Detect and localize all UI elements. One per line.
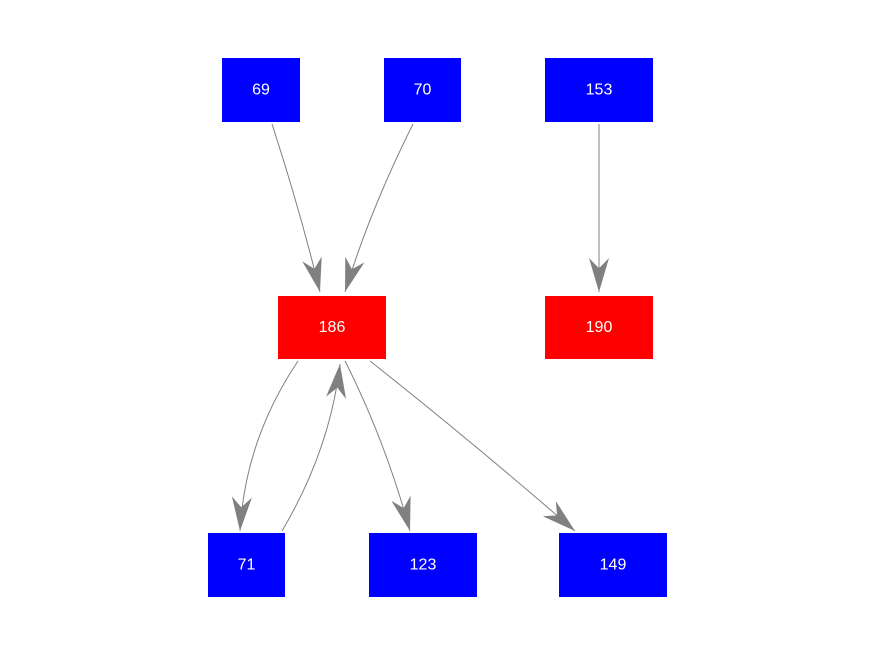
- node-label: 71: [238, 557, 256, 574]
- edge-line: [271, 123, 321, 293]
- edge-69-to-186: [271, 123, 322, 293]
- arrowhead-icon: [391, 495, 411, 531]
- node-123[interactable]: 123: [369, 533, 477, 597]
- edge-153-to-190: [589, 124, 609, 292]
- edge-line: [344, 123, 414, 293]
- edge-186-to-71: [231, 360, 299, 532]
- node-box[interactable]: [278, 296, 386, 359]
- node-label: 123: [410, 557, 437, 574]
- node-label: 69: [252, 82, 270, 99]
- node-186[interactable]: 186: [278, 296, 386, 359]
- edge-71-to-186: [281, 363, 346, 532]
- node-box[interactable]: [208, 533, 285, 597]
- node-label: 190: [586, 319, 613, 336]
- node-149[interactable]: 149: [559, 533, 667, 597]
- arrowhead-icon: [326, 364, 346, 399]
- edge-70-to-186: [344, 123, 414, 293]
- arrowhead-icon: [231, 496, 252, 531]
- edge-186-to-149: [369, 360, 576, 532]
- node-box[interactable]: [545, 296, 653, 359]
- node-label: 153: [586, 82, 613, 99]
- edge-186-to-123: [344, 360, 411, 532]
- arrowhead-icon: [302, 256, 322, 292]
- node-70[interactable]: 70: [384, 58, 461, 122]
- nodes-layer: 69 70 153 186 190 71 123 149: [208, 58, 667, 597]
- node-label: 70: [414, 82, 432, 99]
- node-label: 186: [319, 319, 346, 336]
- node-box[interactable]: [369, 533, 477, 597]
- node-box[interactable]: [384, 58, 461, 122]
- edges-layer: [231, 123, 609, 532]
- node-153[interactable]: 153: [545, 58, 653, 122]
- edge-line: [344, 360, 411, 532]
- node-label: 149: [600, 557, 627, 574]
- node-box[interactable]: [545, 58, 653, 122]
- arrowhead-icon: [589, 258, 609, 292]
- edge-line: [369, 360, 576, 532]
- node-190[interactable]: 190: [545, 296, 653, 359]
- arrowhead-icon: [345, 256, 365, 292]
- arrowhead-icon: [542, 501, 575, 531]
- node-71[interactable]: 71: [208, 533, 285, 597]
- node-box[interactable]: [222, 58, 300, 122]
- node-69[interactable]: 69: [222, 58, 300, 122]
- node-box[interactable]: [559, 533, 667, 597]
